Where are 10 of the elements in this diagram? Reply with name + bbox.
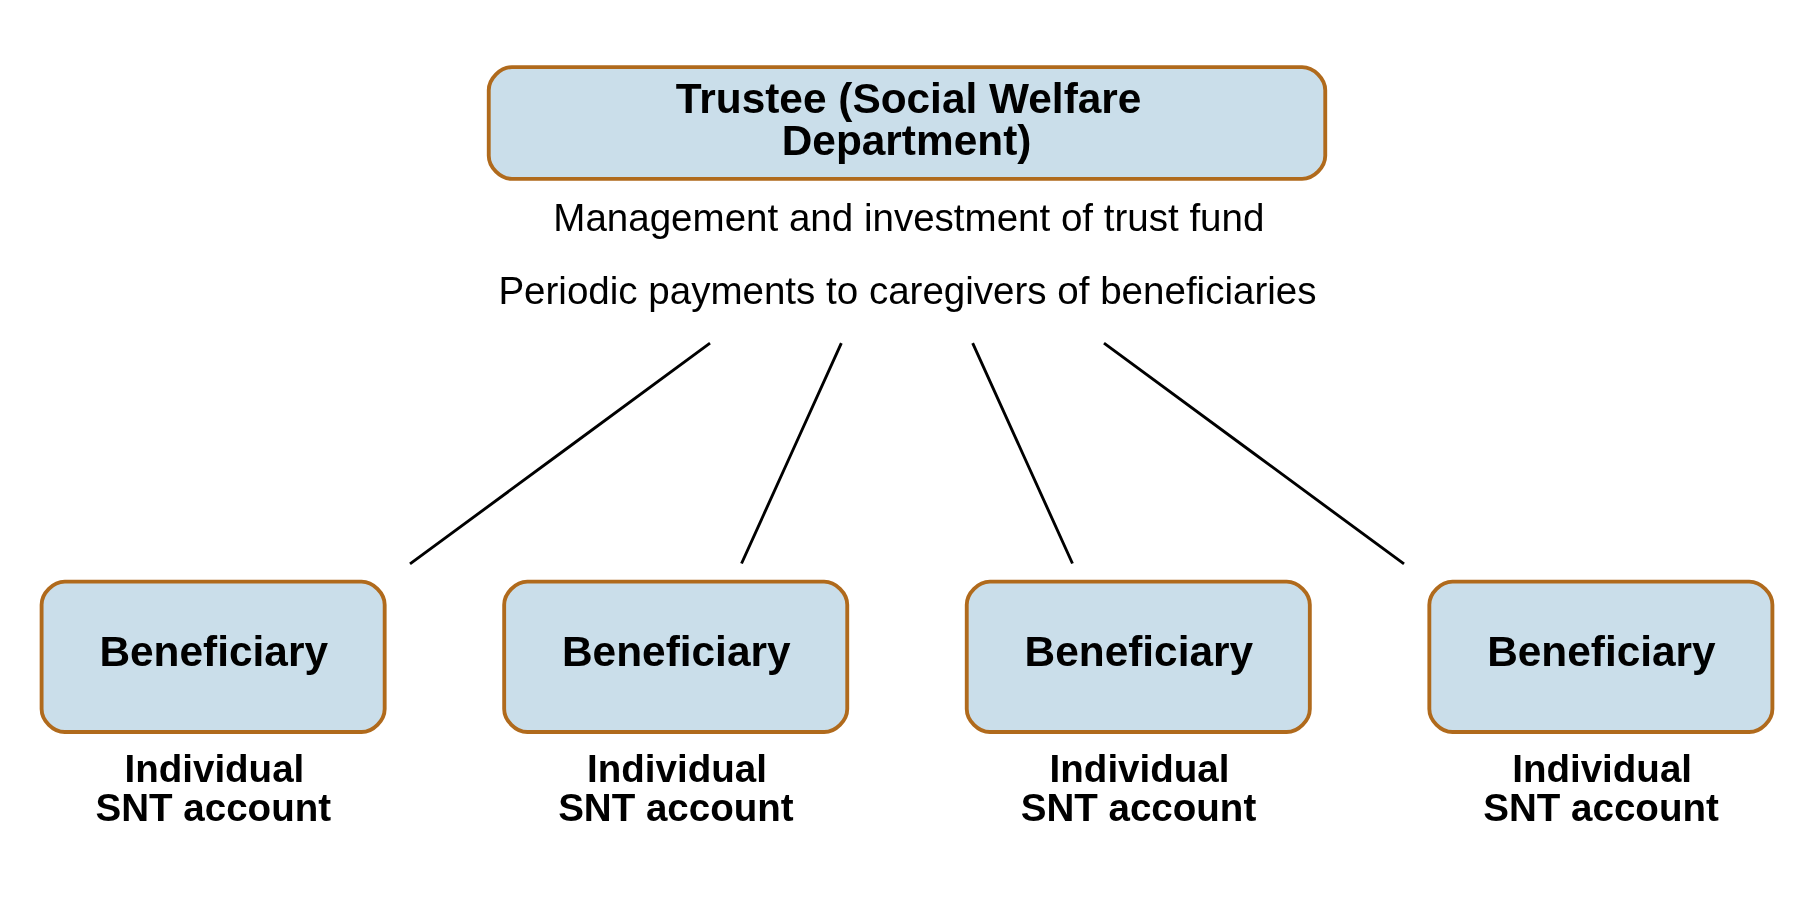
connector [1103,341,1405,565]
node-label: Individual SNT account [1483,746,1719,829]
connector [409,341,711,565]
node-label: Management and investment of trust fund [553,195,1265,239]
node-label: Individual SNT account [95,746,332,829]
node-label: Individual SNT account [1020,746,1257,829]
connector [740,342,843,564]
node-label: Periodic payments to caregivers of beneficiaries [498,268,1317,312]
connector [971,342,1074,564]
node-label: Individual SNT account [558,746,794,829]
